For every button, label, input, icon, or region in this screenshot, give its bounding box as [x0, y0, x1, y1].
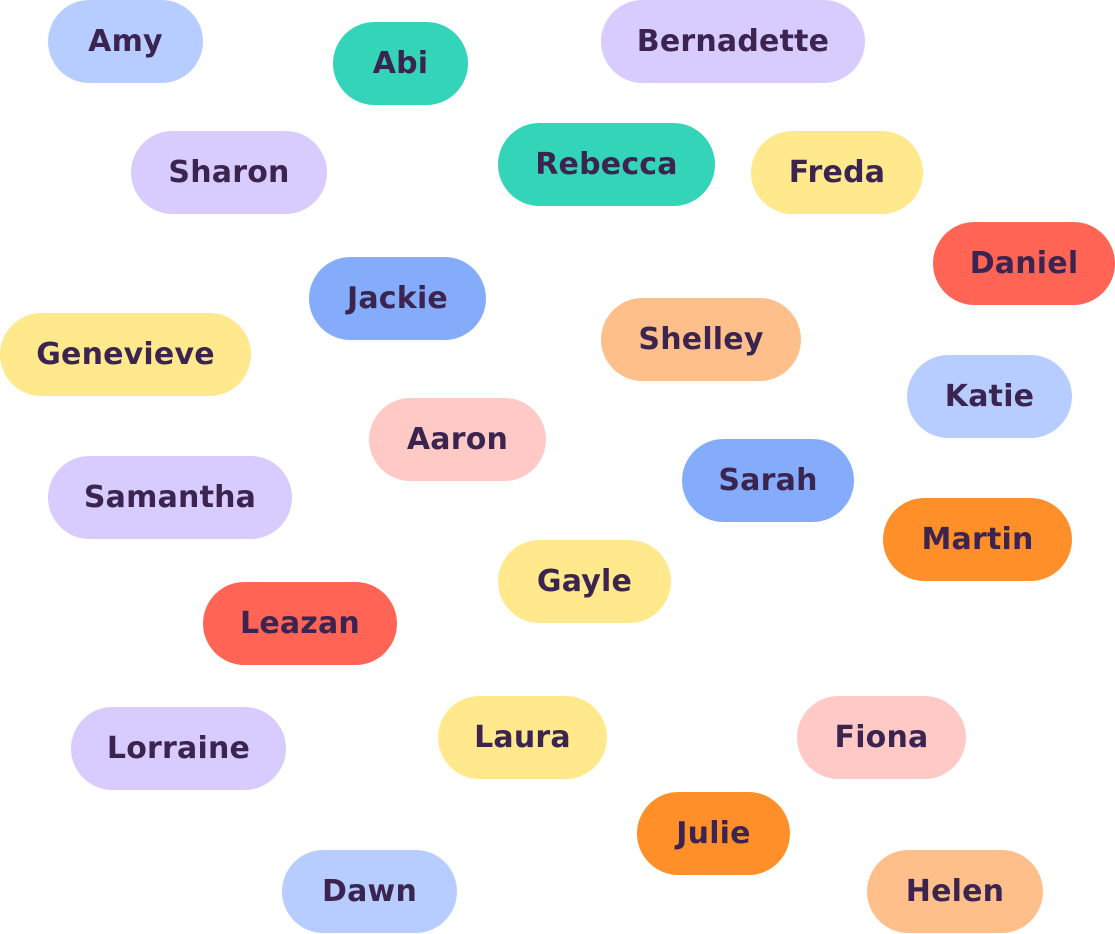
name-chip-label: Amy: [88, 24, 163, 59]
name-chip-leazan[interactable]: Leazan: [203, 582, 397, 665]
name-chip-label: Helen: [905, 874, 1005, 909]
name-chip-dawn[interactable]: Dawn: [282, 850, 457, 933]
name-chip-freda[interactable]: Freda: [751, 131, 923, 214]
name-chip-sharon[interactable]: Sharon: [131, 131, 327, 214]
name-chip-helen[interactable]: Helen: [867, 850, 1043, 933]
name-chip-label: Lorraine: [106, 731, 251, 766]
name-chip-abi[interactable]: Abi: [333, 22, 468, 105]
name-chip-aaron[interactable]: Aaron: [369, 398, 546, 481]
name-chip-label: Martin: [921, 522, 1034, 557]
name-chip-martin[interactable]: Martin: [883, 498, 1072, 581]
name-chip-shelley[interactable]: Shelley: [601, 298, 801, 381]
name-chip-label: Laura: [474, 720, 571, 755]
name-chip-samantha[interactable]: Samantha: [48, 456, 292, 539]
name-chip-label: Fiona: [834, 720, 929, 755]
name-chip-label: Rebecca: [535, 147, 678, 182]
name-chip-label: Shelley: [638, 322, 764, 357]
name-chip-rebecca[interactable]: Rebecca: [498, 123, 715, 206]
name-chip-label: Bernadette: [636, 24, 830, 59]
name-chip-label: Katie: [944, 379, 1035, 414]
name-chip-katie[interactable]: Katie: [907, 355, 1072, 438]
name-chip-label: Dawn: [321, 874, 418, 909]
name-chip-label: Julie: [676, 816, 751, 851]
name-chip-label: Sharon: [168, 155, 290, 190]
name-chip-label: Gayle: [536, 564, 633, 599]
name-chip-julie[interactable]: Julie: [637, 792, 790, 875]
name-chip-label: Jackie: [347, 281, 448, 316]
name-chip-label: Aaron: [406, 422, 509, 457]
name-chip-jackie[interactable]: Jackie: [309, 257, 486, 340]
name-chip-genevieve[interactable]: Genevieve: [0, 313, 251, 396]
name-chip-amy[interactable]: Amy: [48, 0, 203, 83]
name-chip-label: Genevieve: [36, 337, 215, 372]
name-chip-lorraine[interactable]: Lorraine: [71, 707, 286, 790]
name-chip-bernadette[interactable]: Bernadette: [601, 0, 865, 83]
name-chip-sarah[interactable]: Sarah: [682, 439, 854, 522]
name-chip-fiona[interactable]: Fiona: [797, 696, 966, 779]
name-chip-gayle[interactable]: Gayle: [498, 540, 671, 623]
name-chip-label: Leazan: [240, 606, 360, 641]
name-chip-laura[interactable]: Laura: [438, 696, 607, 779]
name-chip-label: Sarah: [718, 463, 818, 498]
name-chip-label: Daniel: [969, 246, 1079, 281]
name-chip-label: Freda: [788, 155, 886, 190]
name-chip-daniel[interactable]: Daniel: [933, 222, 1115, 305]
name-chip-label: Samantha: [83, 480, 257, 515]
name-chip-label: Abi: [372, 46, 429, 81]
